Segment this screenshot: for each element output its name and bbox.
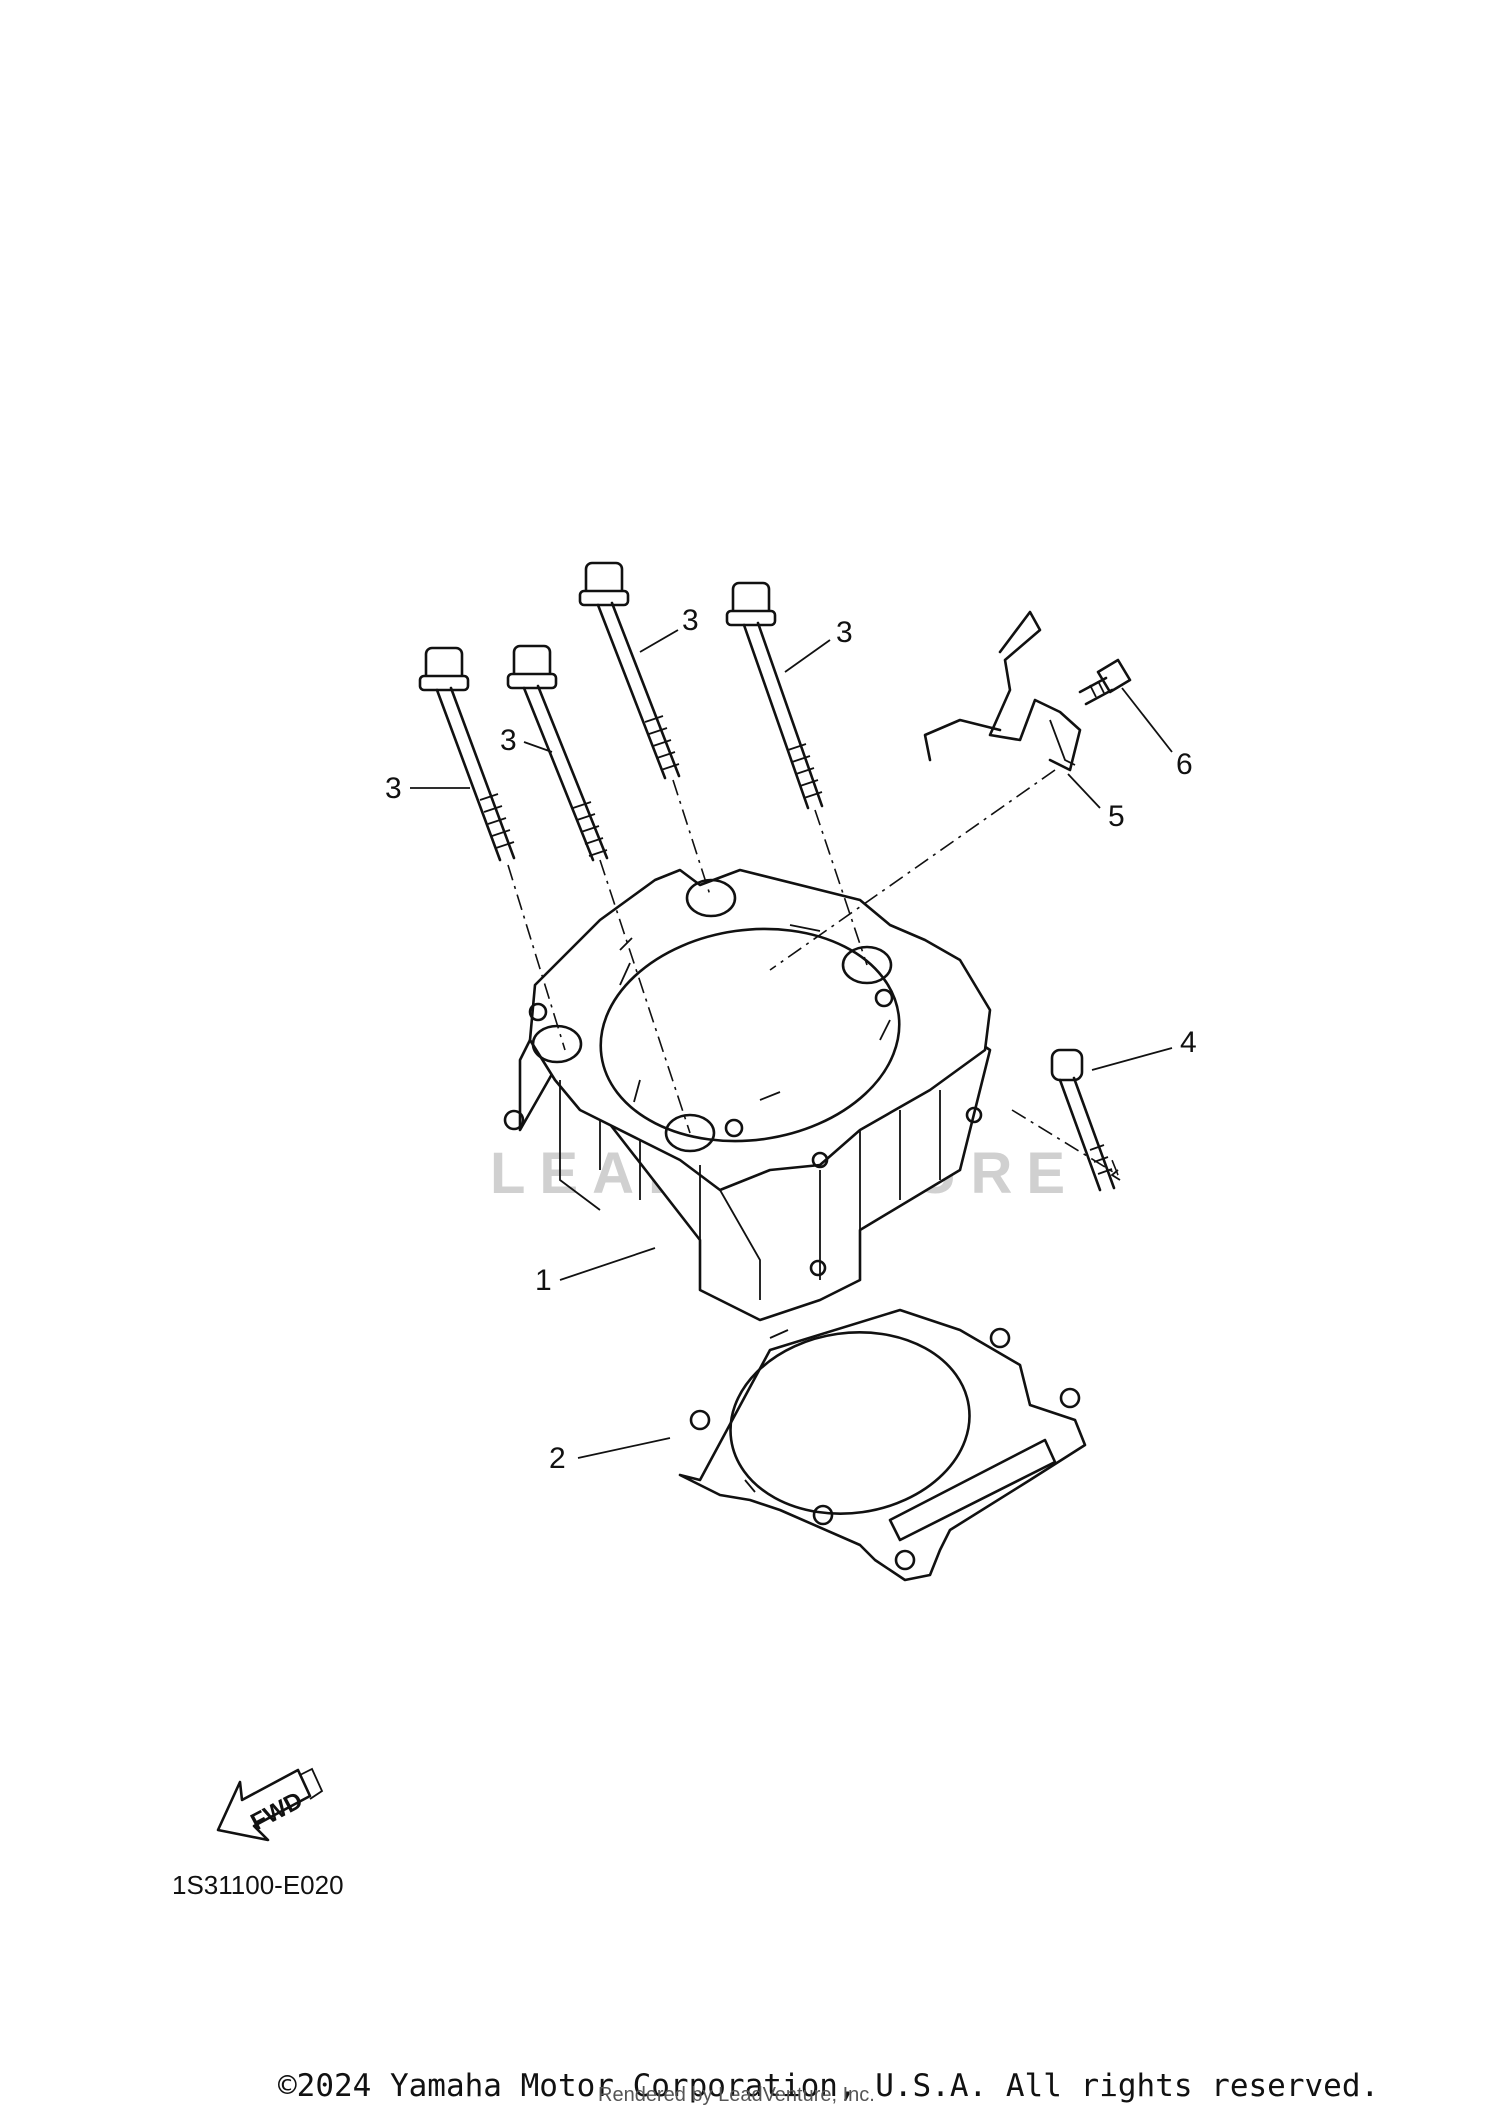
- rendered-by-notice: Rendered by LeadVenture, Inc.: [598, 2084, 875, 2106]
- cylinder-part-1: [503, 868, 992, 1322]
- gasket-part-2: [678, 1308, 1087, 1582]
- part-3-callout-c: 3: [682, 604, 699, 637]
- part-3-callout-a: 3: [385, 772, 402, 805]
- assembly-lines: [507, 769, 1121, 1181]
- part-1-callout: 1: [535, 1264, 552, 1297]
- bolt-part-4: [1050, 1048, 1116, 1192]
- diagram-code: 1S31100-E020: [172, 1870, 344, 1900]
- part-4-callout: 4: [1180, 1026, 1197, 1059]
- copyright-notice: ©2024 Yamaha Motor Corporation, U.S.A. A…: [278, 2068, 1380, 2104]
- cylinder-bolt-part-3-b: [506, 644, 609, 862]
- cylinder-bolt-part-3-a: [418, 646, 516, 862]
- forward-arrow-icon: FWD: [216, 1767, 324, 1842]
- bracket-part-5: [923, 610, 1082, 772]
- cylinder-bolt-part-3-c: [578, 561, 681, 780]
- part-5-callout: 5: [1108, 800, 1125, 833]
- callouts: 3 3 3 3 4 5 6 1 2: [385, 604, 1197, 1475]
- screw-part-6: [1078, 658, 1132, 706]
- part-3-callout-d: 3: [836, 616, 853, 649]
- part-6-callout: 6: [1176, 748, 1193, 781]
- part-3-callout-b: 3: [500, 724, 517, 757]
- cylinder-bolt-part-3-d: [725, 581, 824, 810]
- part-2-callout: 2: [549, 1442, 566, 1475]
